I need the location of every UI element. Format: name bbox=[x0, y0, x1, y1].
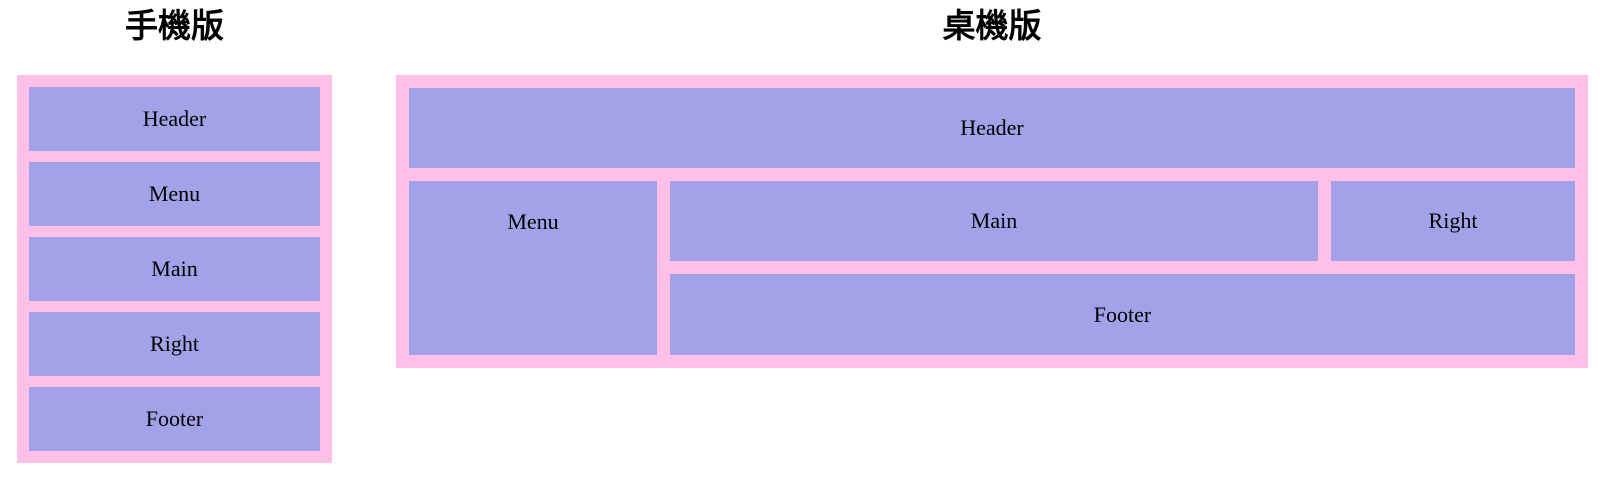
mobile-main-label: Main bbox=[151, 256, 198, 281]
mobile-header-block: Header bbox=[29, 87, 320, 151]
desktop-right-block: Right bbox=[1331, 181, 1575, 261]
mobile-main-block: Main bbox=[29, 237, 320, 301]
desktop-header-block: Header bbox=[409, 88, 1575, 168]
desktop-header-label: Header bbox=[960, 115, 1024, 140]
mobile-menu-label: Menu bbox=[148, 181, 201, 206]
mobile-version-title: 手機版 bbox=[125, 7, 224, 44]
desktop-version-title: 桌機版 bbox=[942, 7, 1042, 44]
desktop-right-label: Right bbox=[1428, 208, 1478, 233]
mobile-header-label: Header bbox=[142, 106, 207, 131]
desktop-main-block: Main bbox=[670, 181, 1318, 261]
desktop-menu-label: Menu bbox=[507, 209, 559, 234]
desktop-footer-label: Footer bbox=[1093, 301, 1152, 327]
mobile-right-block: Right bbox=[29, 312, 320, 376]
desktop-menu-block: Menu bbox=[409, 181, 657, 355]
mobile-layout-panel: Header Menu Main Right Footer bbox=[17, 75, 332, 463]
mobile-menu-block: Menu bbox=[29, 162, 320, 226]
desktop-layout-panel: Header Menu Main Right Footer bbox=[396, 75, 1588, 368]
mobile-right-label: Right bbox=[150, 331, 199, 356]
desktop-footer-block: Footer bbox=[670, 274, 1575, 355]
desktop-main-label: Main bbox=[970, 208, 1018, 233]
mobile-footer-label: Footer bbox=[145, 406, 204, 431]
mobile-footer-block: Footer bbox=[29, 387, 320, 451]
